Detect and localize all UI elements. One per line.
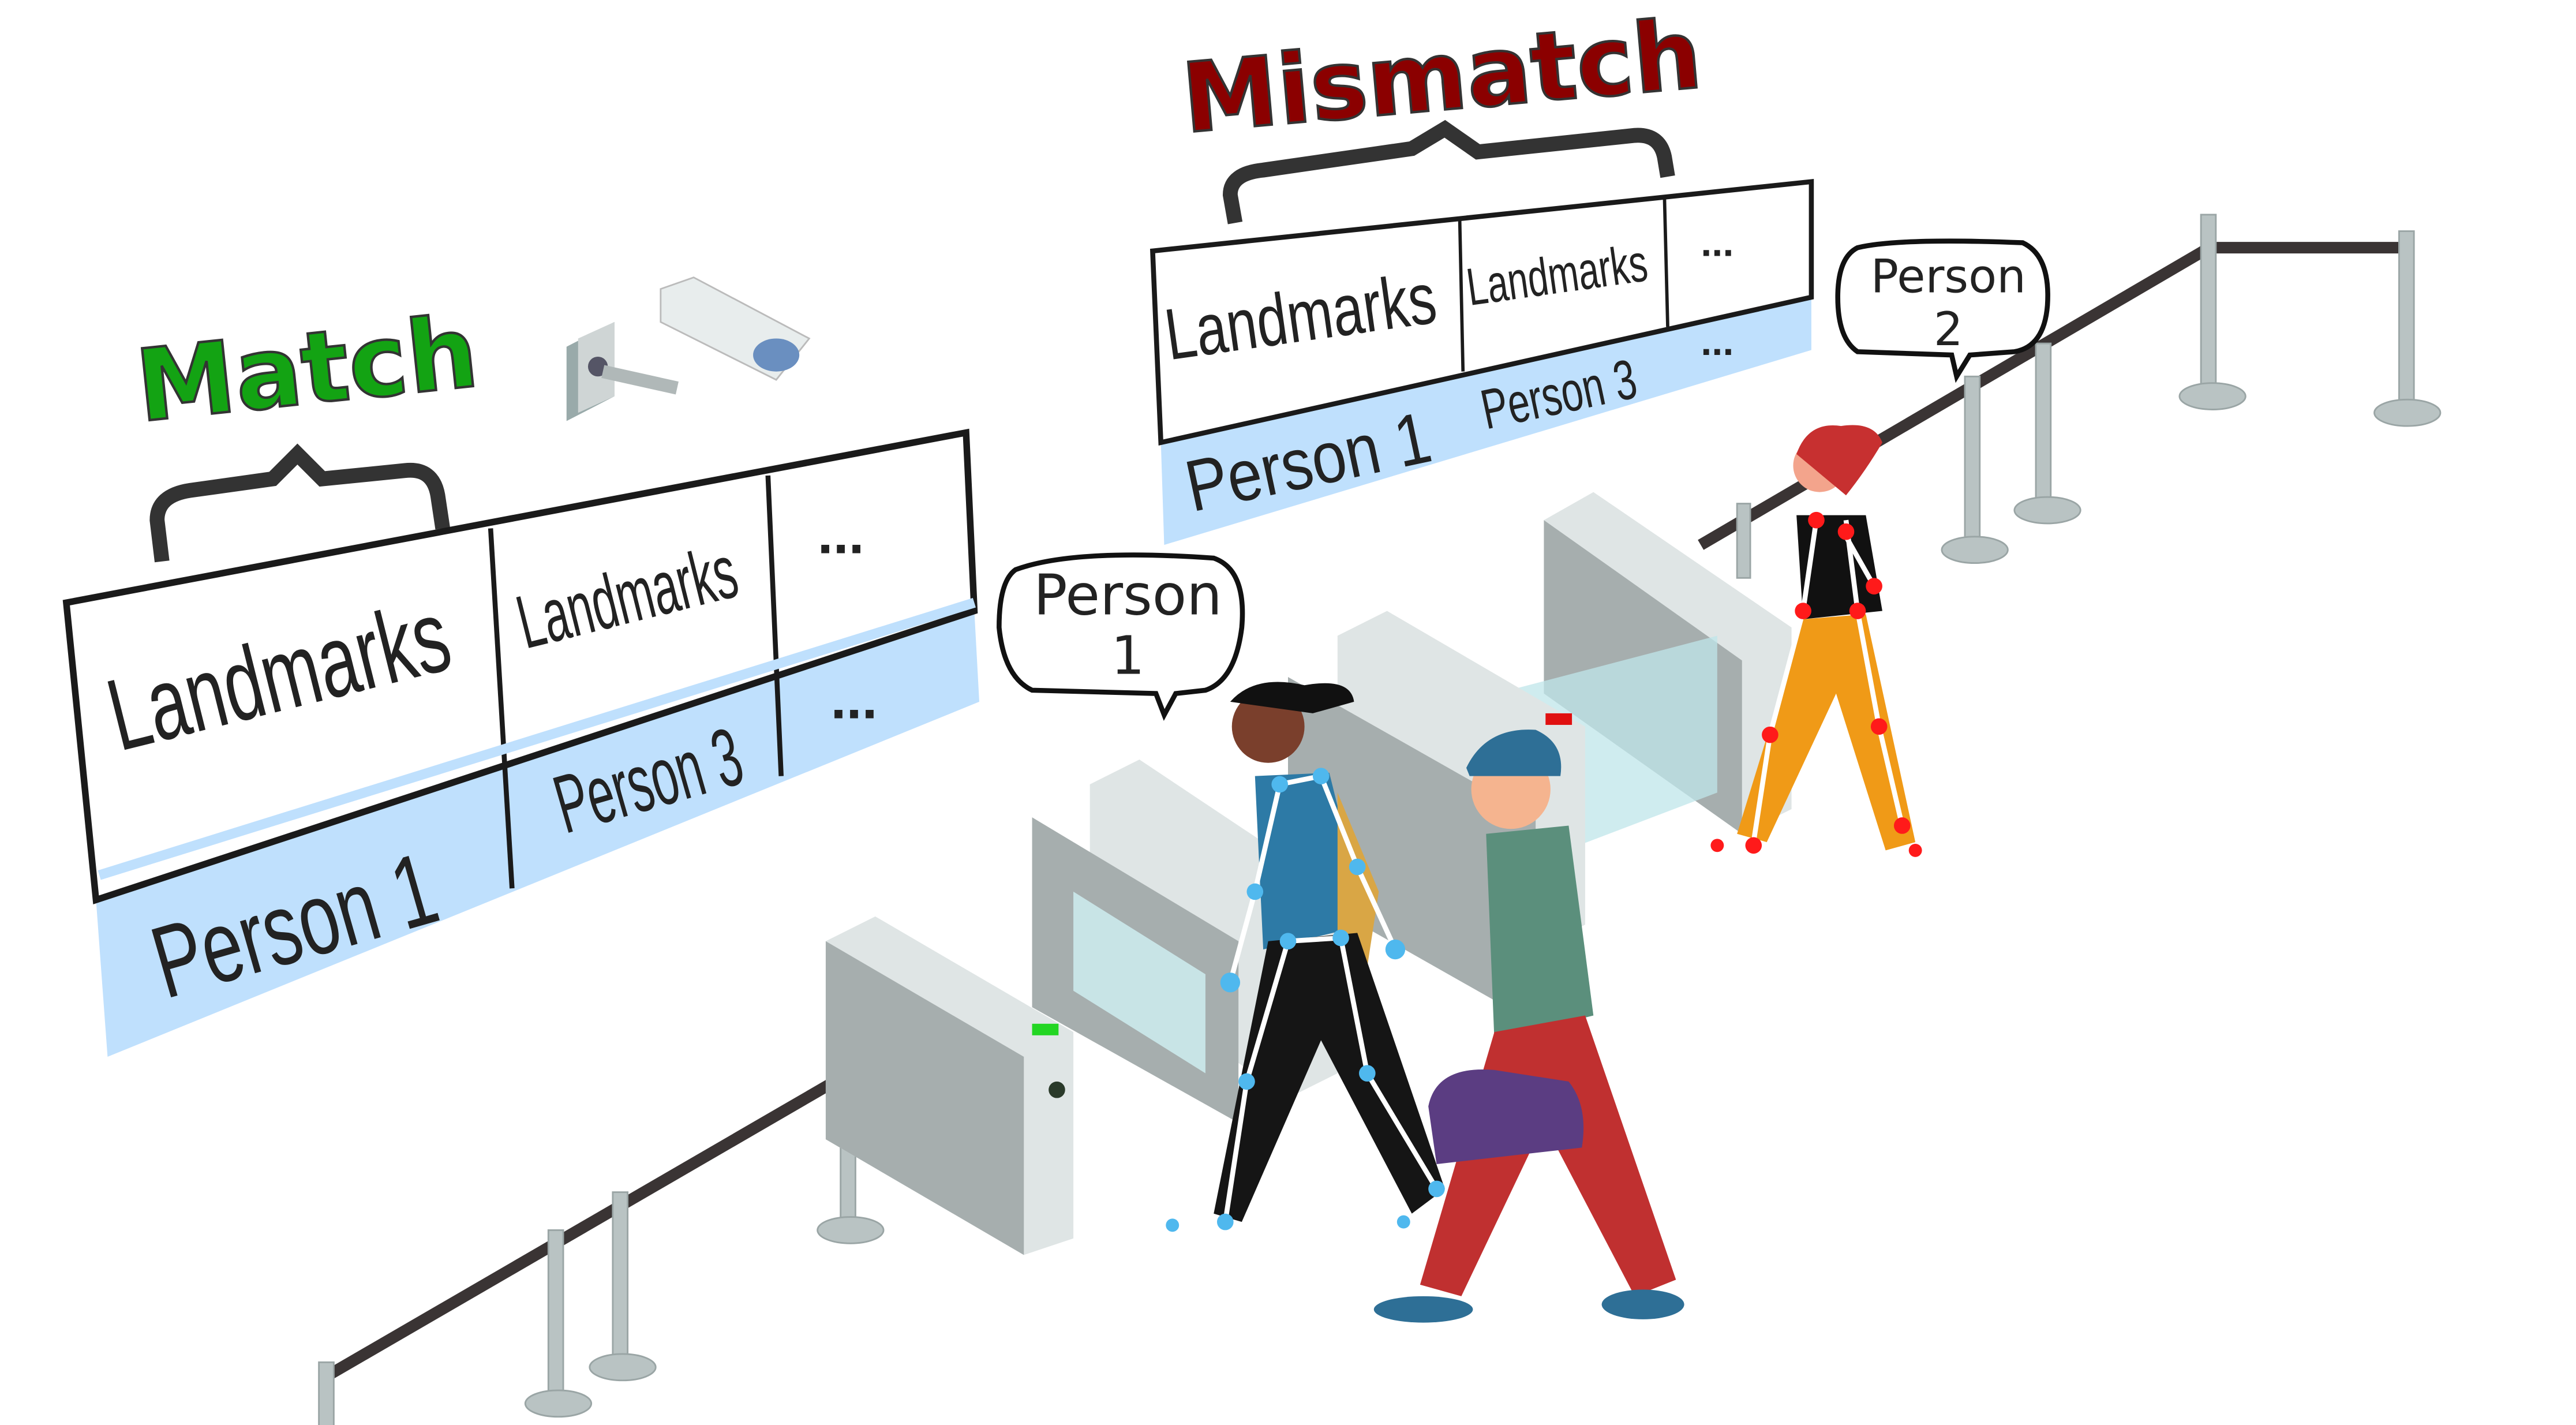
person-3-figure <box>1373 730 1684 1323</box>
right-row-more: ... <box>1701 319 1733 364</box>
bubble-person-1-line1: Person <box>1034 562 1222 627</box>
left-row-more: ... <box>831 668 878 731</box>
person-2-figure <box>1710 425 1922 857</box>
match-brace <box>149 443 450 563</box>
bubble-person-1-line2: 1 <box>1111 624 1144 686</box>
security-camera-icon <box>566 276 811 421</box>
right-landmark-table: Landmarks Landmarks ... Person 1 Person … <box>1150 178 1814 545</box>
bubble-person-2-line1: Person <box>1871 249 2026 303</box>
queue-barrier-back <box>1698 214 2442 579</box>
right-header-more: ... <box>1701 220 1733 264</box>
speech-bubble-person-1: Person 1 <box>997 552 1245 721</box>
queue-barrier-front <box>318 1038 903 1425</box>
match-label: Match <box>131 294 483 444</box>
speech-bubble-person-2: Person 2 <box>1835 238 2050 383</box>
bubble-person-2-line2: 2 <box>1934 302 1963 356</box>
left-landmark-table: Landmarks Landmarks ... Person 1 Person … <box>62 428 980 1057</box>
mismatch-brace <box>1222 119 1675 225</box>
person-1-figure <box>1166 682 1445 1232</box>
left-header-more: ... <box>818 502 864 565</box>
